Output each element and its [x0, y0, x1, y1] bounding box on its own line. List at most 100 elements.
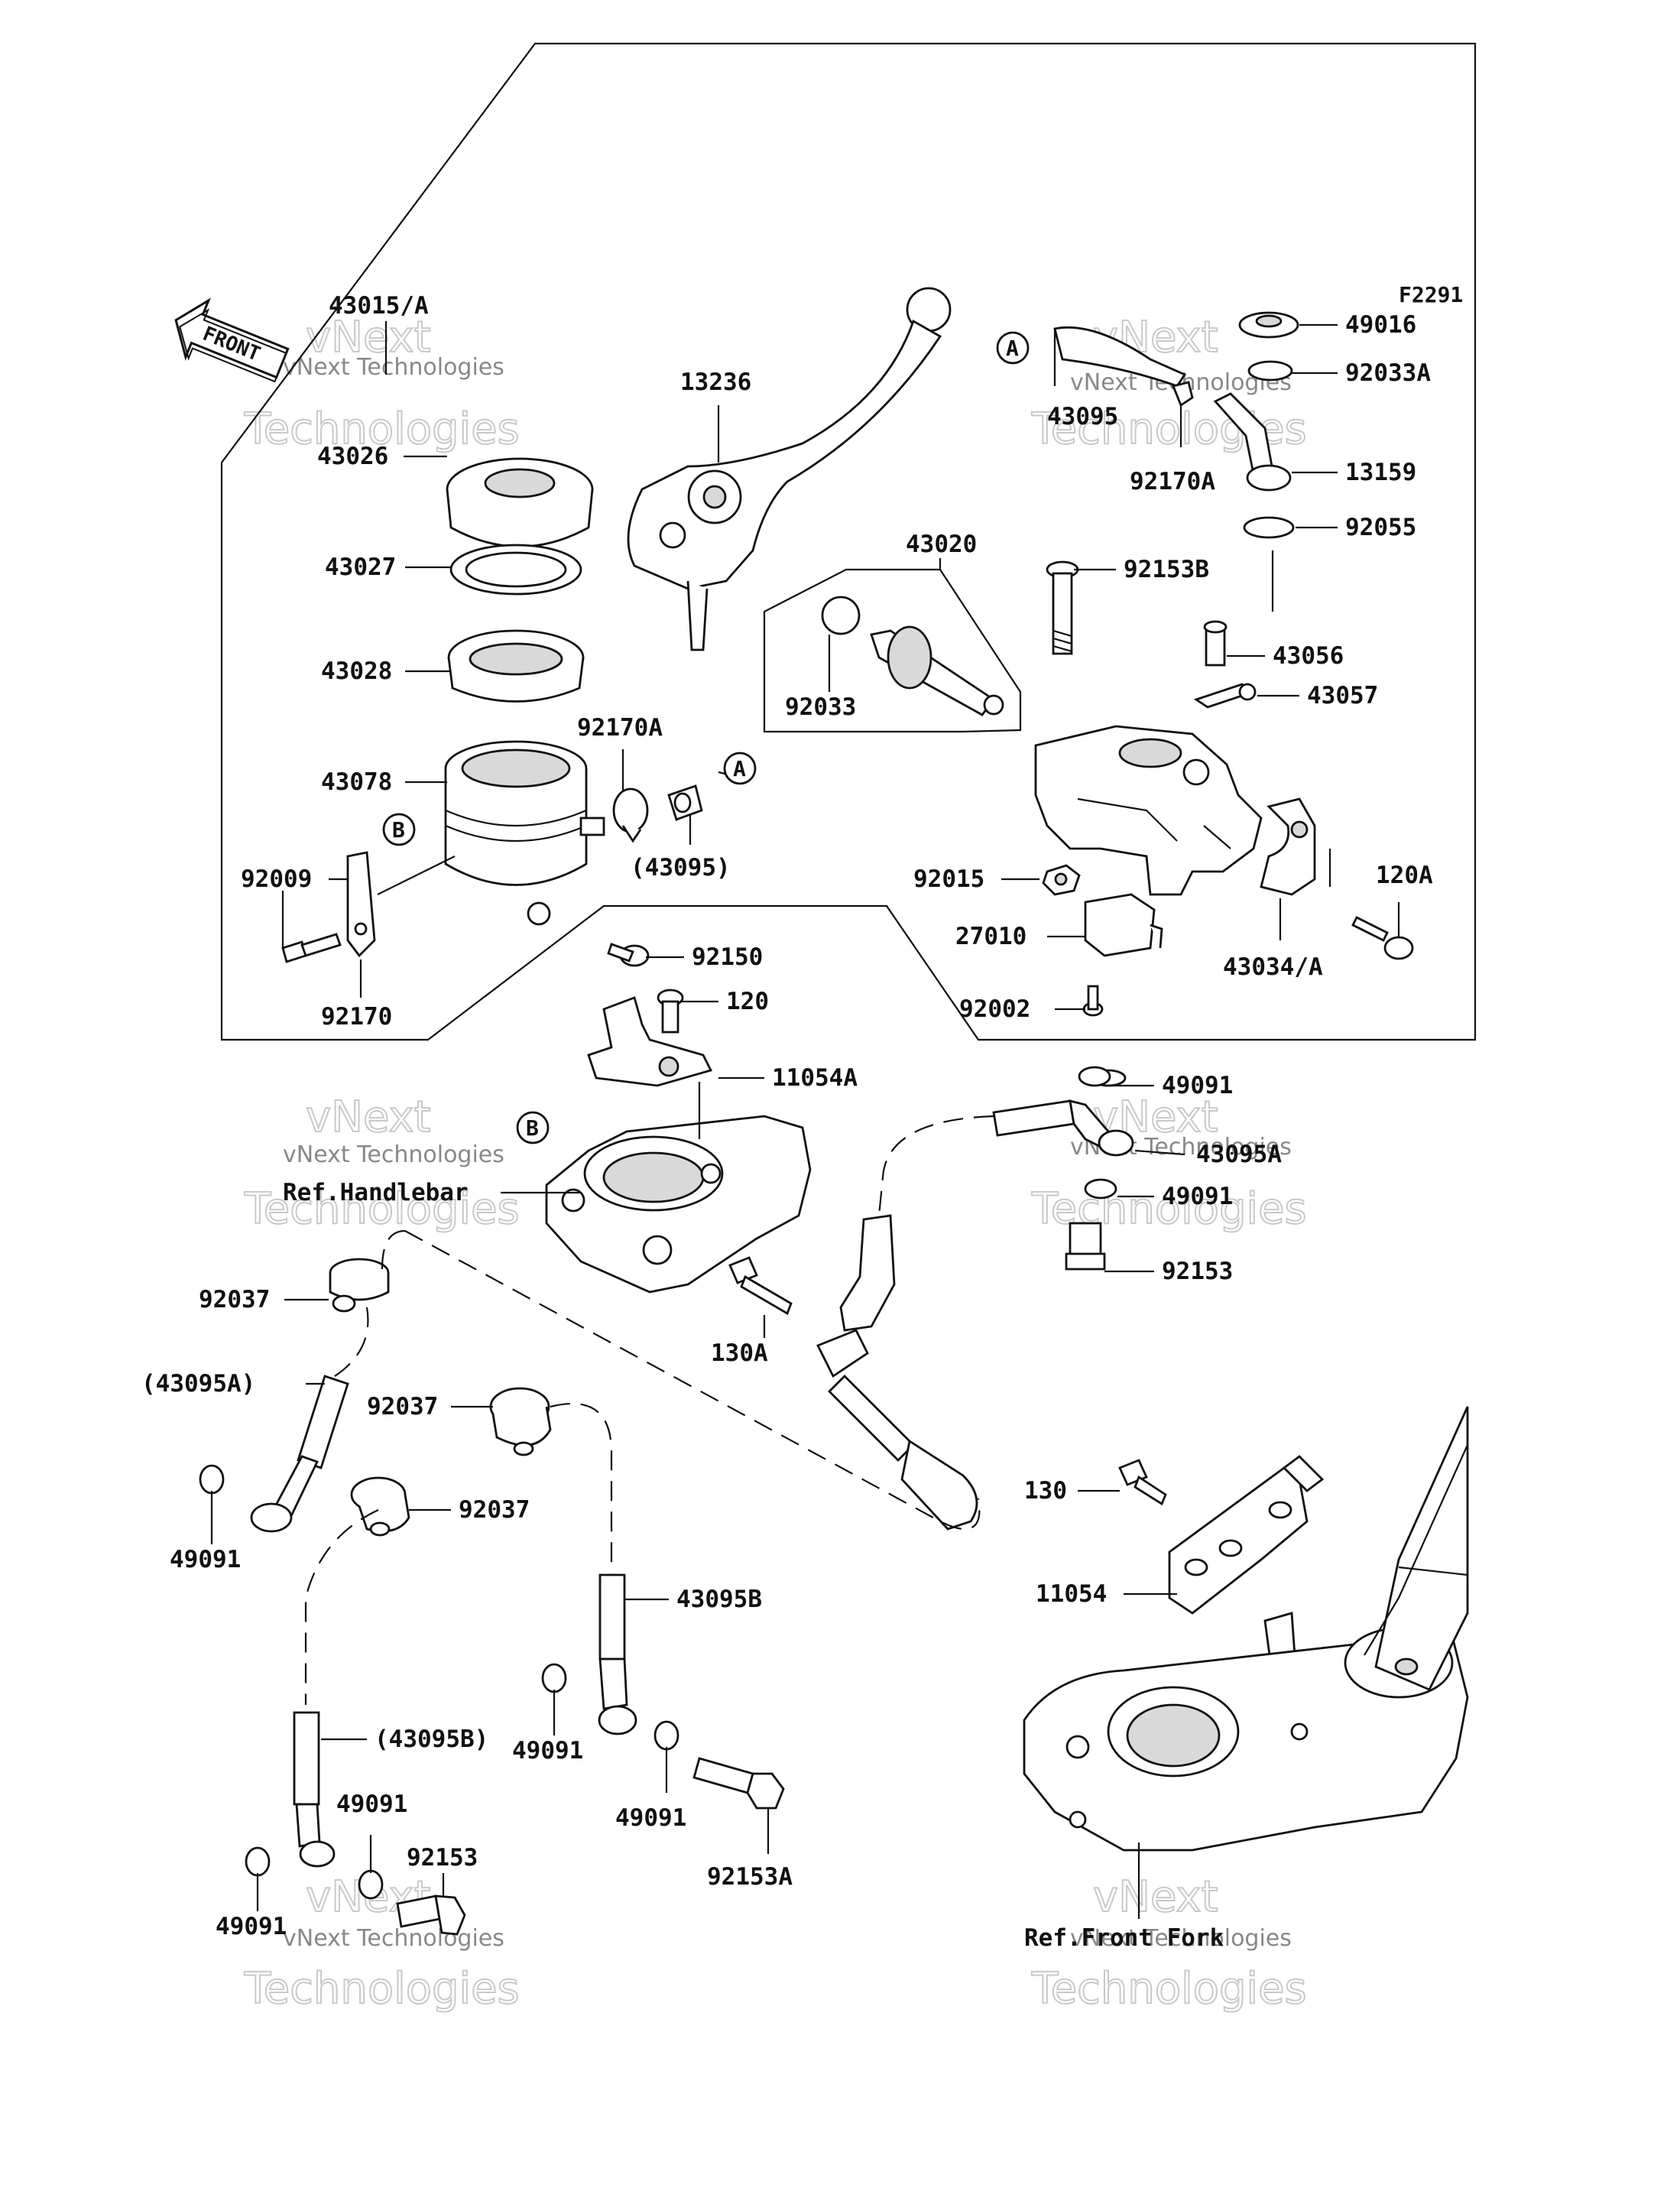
label-92150: 92150	[692, 943, 763, 971]
marker-a-mid: A	[723, 752, 757, 785]
watermark-large-top: vNext	[306, 313, 431, 362]
hose-route-dash-43095B-paren	[304, 1509, 379, 1705]
banjo-bolt-92153-lower	[396, 1894, 466, 1936]
bolt-120	[657, 989, 684, 1034]
watermark-small: vNext Technologies	[283, 1925, 504, 1952]
fork-ref-line	[1364, 1444, 1469, 1656]
hose-route-dash-43095B	[550, 1403, 613, 1567]
washer-49091-c	[199, 1464, 225, 1495]
reservoir-cap	[446, 457, 594, 548]
banjo-fitting-13159	[1213, 392, 1292, 492]
bolt-130A	[728, 1256, 793, 1316]
cap-49016	[1238, 311, 1299, 339]
marker-b-mid: B	[382, 813, 416, 846]
brake-switch-27010	[1084, 893, 1163, 957]
label-130: 130	[1024, 1477, 1067, 1505]
hose-clamp-92037-a	[329, 1258, 390, 1313]
label-92153A: 92153A	[707, 1863, 793, 1891]
bleeder-43056	[1203, 620, 1228, 667]
figure-code: F2291	[1399, 282, 1463, 307]
bolt-92153B	[1046, 560, 1079, 655]
circlip-92033A	[1247, 360, 1293, 381]
watermark-large: Technologies	[1031, 1964, 1307, 2014]
brake-hose-joint	[816, 1329, 978, 1531]
piston-assembly	[821, 596, 1004, 716]
svg-text:B: B	[526, 1115, 539, 1141]
watermark-large: Technologies	[244, 1184, 520, 1234]
nut-92015	[1042, 864, 1081, 896]
assembly-border	[220, 42, 1477, 1041]
watermark-large: Technologies	[244, 404, 520, 454]
label-49091-c: 49091	[170, 1546, 241, 1573]
label-43056: 43056	[1273, 642, 1344, 670]
hose-clamp-92037-c	[350, 1476, 410, 1537]
watermark-large: Technologies	[244, 1964, 520, 2014]
label-92153: 92153	[1162, 1258, 1233, 1285]
label-11054: 11054	[1036, 1580, 1107, 1608]
washer-49091-e	[654, 1720, 679, 1751]
label-130A: 130A	[711, 1339, 768, 1367]
washer-49091-a	[1078, 1066, 1111, 1087]
label-43095A: 43095A	[1196, 1141, 1282, 1168]
reservoir-tank	[444, 740, 605, 926]
part-labels: 43015/A 43026 43027 43028 43078 92009 92…	[141, 292, 1433, 1952]
hose-clamp-mid	[612, 787, 649, 843]
label-43078: 43078	[321, 768, 392, 796]
washer-49091-g	[358, 1869, 384, 1900]
label-92009: 92009	[241, 865, 312, 893]
bolt-130	[1118, 1459, 1167, 1506]
label-13159: 13159	[1345, 459, 1416, 486]
brake-hose-43095B	[598, 1573, 637, 1735]
label-92170A-mid: 92170A	[577, 714, 663, 742]
label-92055: 92055	[1345, 514, 1416, 541]
label-43095B: 43095B	[676, 1586, 762, 1613]
label-43095A-paren: (43095A)	[141, 1370, 255, 1398]
piston-assembly-box	[763, 568, 1022, 733]
label-92037-b: 92037	[367, 1393, 438, 1420]
label-43034A: 43034/A	[1223, 953, 1323, 981]
screw-92009	[281, 933, 342, 963]
label-92037-a: 92037	[199, 1286, 270, 1313]
watermark-large-top: vNext	[306, 1093, 431, 1142]
label-43027: 43027	[325, 554, 396, 581]
label-11054A: 11054A	[772, 1064, 858, 1092]
label-92170A-top: 92170A	[1130, 468, 1215, 495]
svg-text:B: B	[392, 817, 405, 843]
label-43095-paren: (43095)	[631, 854, 731, 881]
front-arrow-icon: FRONT	[174, 297, 290, 383]
label-43057: 43057	[1307, 682, 1378, 709]
screw-92002	[1082, 985, 1104, 1017]
bolt-92150	[607, 943, 650, 967]
washer-49091-f	[245, 1846, 271, 1877]
label-92033A: 92033A	[1345, 359, 1431, 387]
banjo-bolt-92153A	[692, 1757, 785, 1810]
label-43028: 43028	[321, 657, 392, 685]
label-120A: 120A	[1376, 862, 1433, 889]
label-ref-front-fork: Ref.Front Fork	[1024, 1924, 1224, 1952]
label-92037-c: 92037	[459, 1496, 530, 1524]
brake-lever	[627, 287, 952, 651]
label-120: 120	[726, 988, 769, 1015]
label-49016: 49016	[1345, 311, 1416, 339]
marker-a-top: A	[996, 331, 1030, 365]
bleeder-cap-43057	[1193, 683, 1257, 709]
master-cylinder-body	[1034, 725, 1263, 896]
label-49091-g: 49091	[615, 1804, 686, 1832]
label-92170: 92170	[321, 1003, 392, 1031]
label-43026: 43026	[317, 443, 388, 470]
marker-b-lower: B	[516, 1111, 550, 1144]
brake-hose-mid	[839, 1214, 896, 1332]
label-43015A: 43015/A	[329, 292, 429, 320]
svg-text:A: A	[1006, 336, 1019, 361]
label-92153B: 92153B	[1124, 556, 1209, 583]
label-92002: 92002	[959, 995, 1030, 1023]
watermark-small: vNext Technologies	[1070, 1925, 1292, 1952]
label-27010: 27010	[955, 923, 1026, 950]
bracket-11054	[1168, 1455, 1325, 1680]
watermark-large-top: vNext	[1093, 1872, 1218, 1922]
brake-hose-43095A	[250, 1375, 349, 1533]
watermark-small: vNext Technologies	[283, 354, 504, 381]
label-43095-top: 43095	[1047, 403, 1118, 430]
label-49091-f: 49091	[216, 1913, 287, 1940]
